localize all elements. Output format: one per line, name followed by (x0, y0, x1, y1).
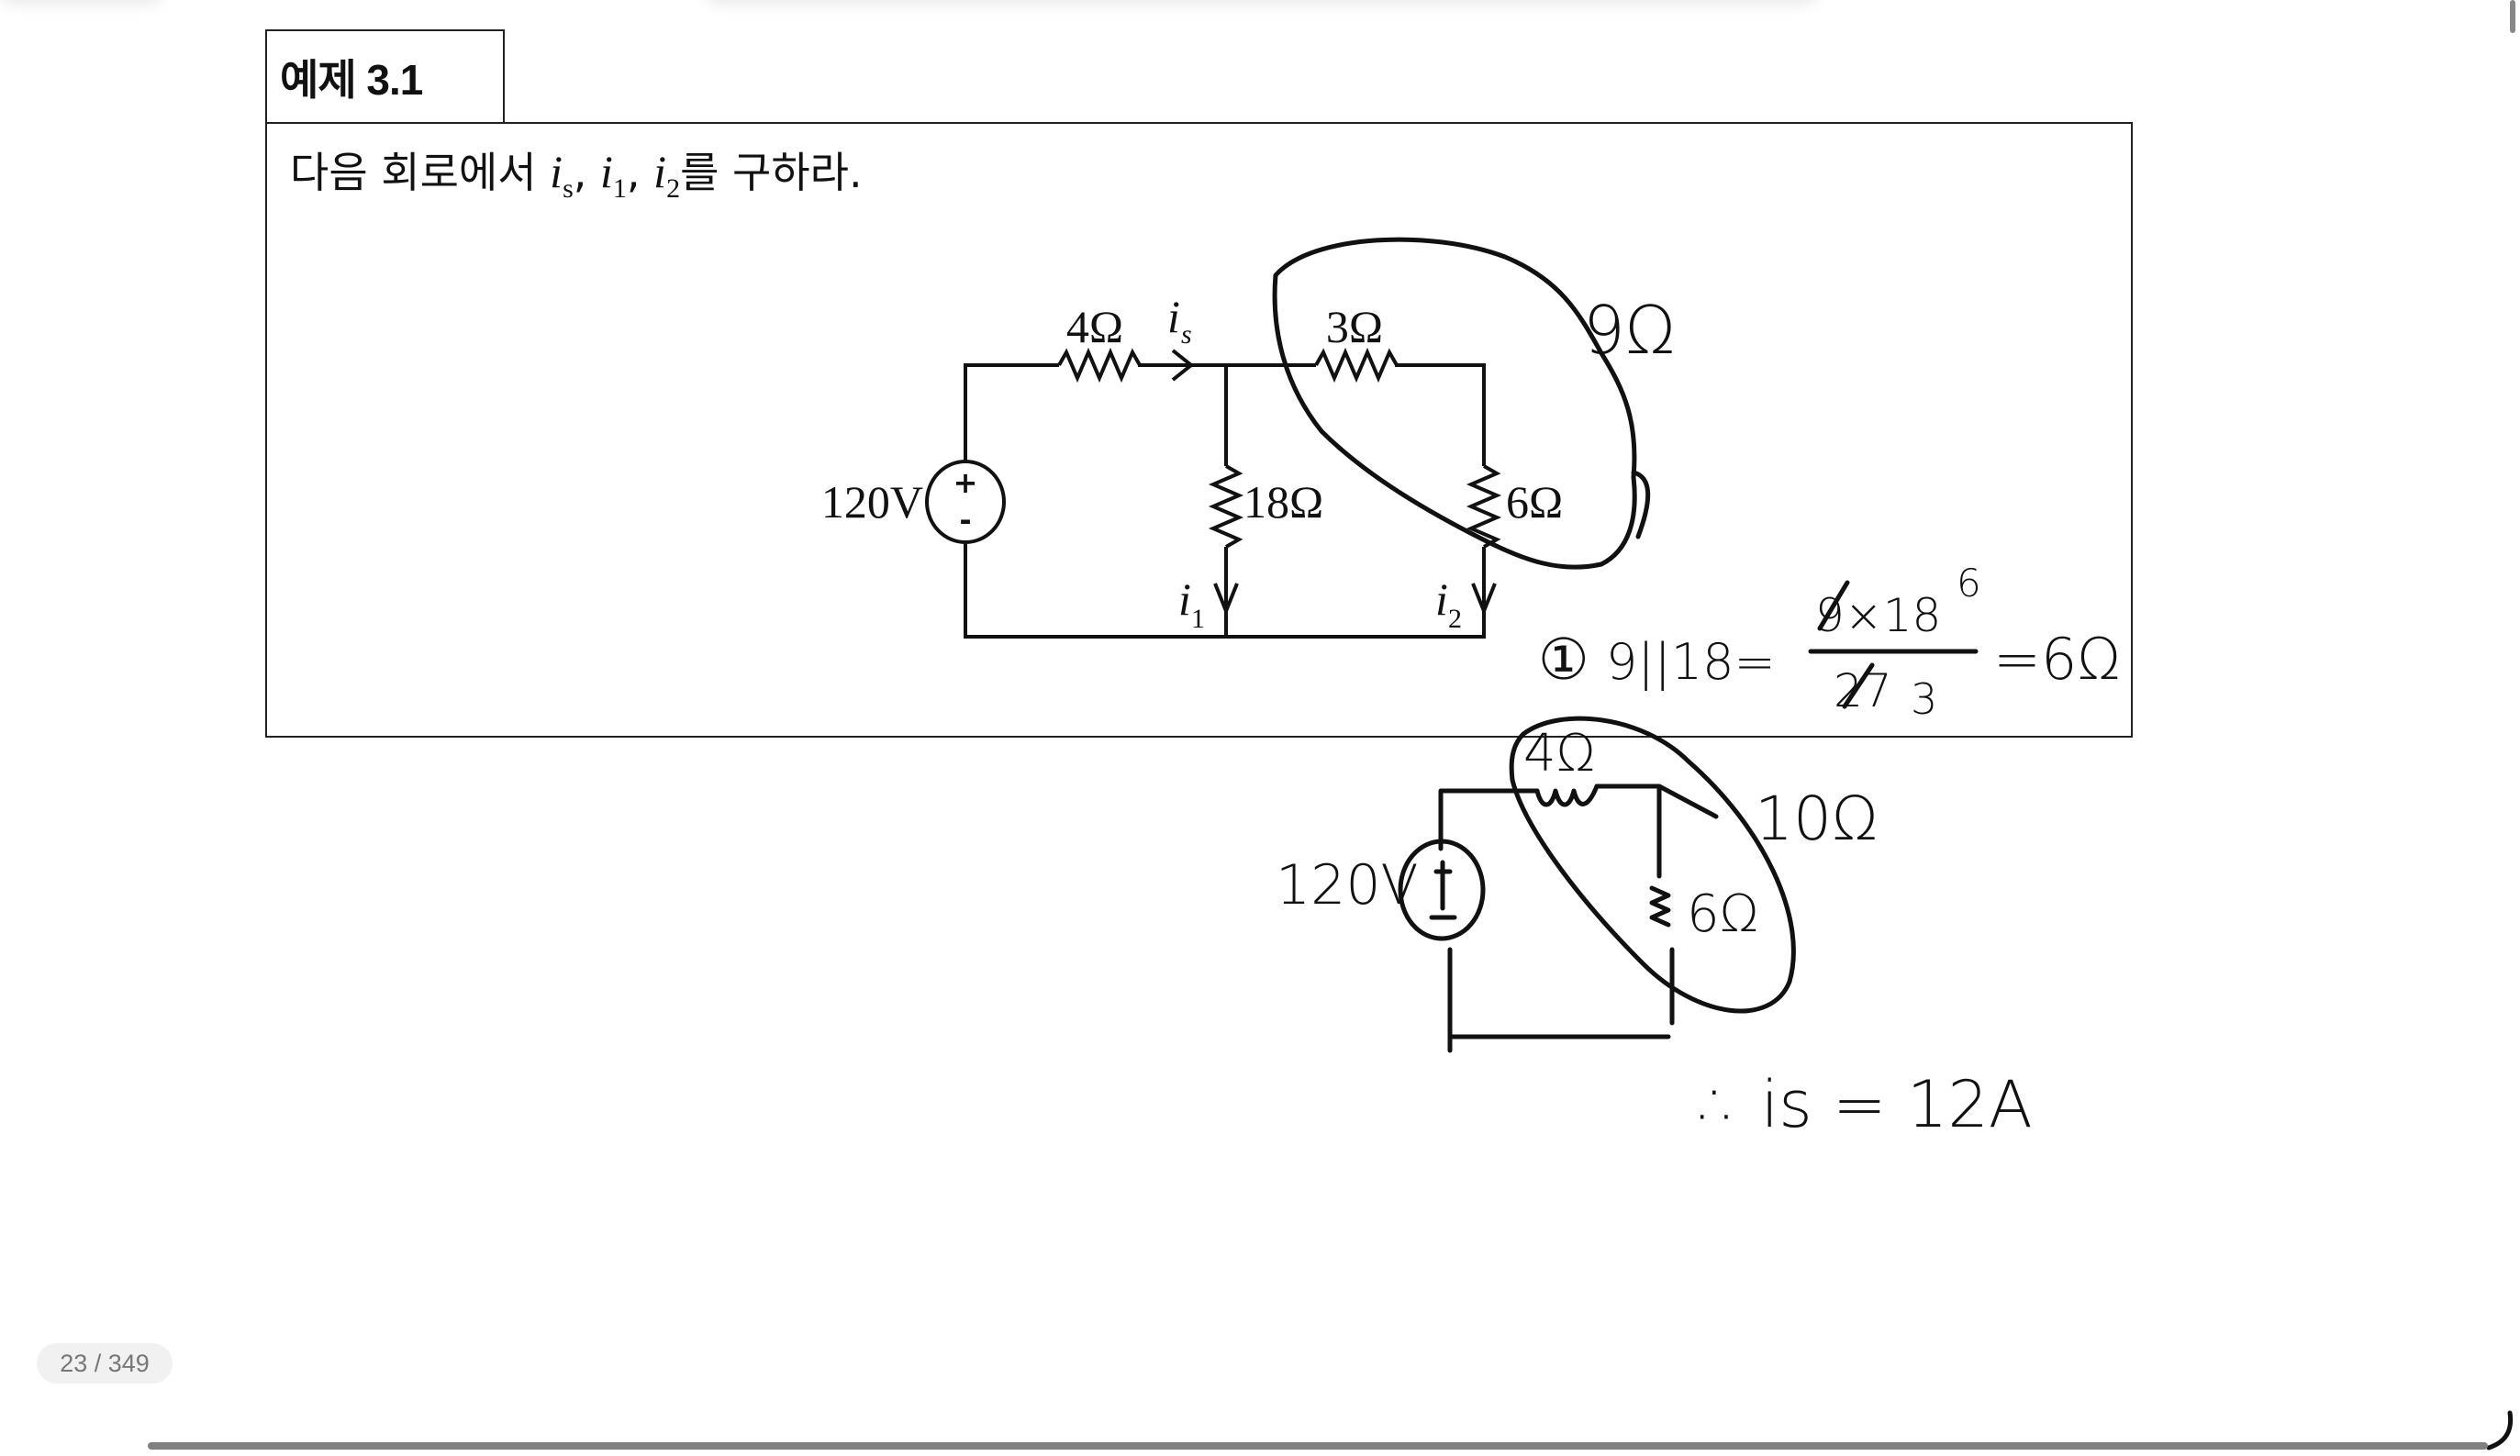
source-label: 120V (821, 476, 923, 528)
r3-label: 18Ω (1243, 476, 1323, 528)
small-resistor (1534, 784, 1600, 807)
problem-text-suffix: 를 구하라. (680, 148, 863, 197)
resistor-4ohm (1057, 347, 1142, 383)
r4-label: 6Ω (1506, 476, 1563, 528)
problem-statement: 다음 회로에서 is, i1, i2를 구하라. (290, 139, 863, 205)
example-title: 예제 3.1 (280, 55, 423, 104)
source-plus: + (953, 465, 978, 500)
numerator-reduced: 6 (1957, 561, 1981, 606)
problem-text: 다음 회로에서 (290, 148, 537, 197)
small-r1-label: 4Ω (1523, 724, 1595, 784)
var-is: is (550, 146, 574, 204)
example-title-box: 예제 3.1 (265, 29, 505, 122)
strike-9 (1817, 580, 1850, 631)
voltage-source (925, 460, 1006, 544)
r2-label: 3Ω (1326, 301, 1383, 352)
loop-9ohm (1272, 237, 1637, 570)
comma: , (626, 148, 641, 197)
loop-10ohm (1509, 716, 1796, 1014)
small-voltage-source (1398, 839, 1486, 941)
is-sub: s (1181, 319, 1192, 350)
answer-is: ∴ is = 12A (1700, 1067, 2033, 1142)
strike-27 (1842, 662, 1875, 709)
loop-label-9ohm: 9Ω (1583, 292, 1676, 369)
example-content-box (265, 122, 2133, 738)
resistor-3ohm (1314, 347, 1399, 383)
is-label: i (1167, 291, 1180, 342)
parallel-expr: 9||18= (1606, 633, 1776, 691)
end-hook (2486, 1410, 2514, 1450)
wire-top-right (1395, 363, 1486, 466)
arrow-is (1171, 349, 1195, 382)
vertical-scrollbar[interactable] (2510, 0, 2515, 33)
page-indicator: 23 / 349 (37, 1343, 173, 1384)
denominator-reduced: 3 (1911, 674, 1937, 724)
handwritten-annotations (1272, 237, 2514, 1450)
fraction-denominator: 27 (1834, 664, 1892, 717)
i2-sub: 2 (1448, 604, 1462, 634)
horizontal-scrollbar[interactable] (148, 1442, 2488, 1450)
small-source-label: 120V (1276, 853, 1419, 917)
loop-tail (1631, 470, 1651, 539)
background-shadow (0, 0, 161, 4)
small-r2-label: 6Ω (1687, 884, 1758, 944)
background-shadow (707, 0, 1817, 4)
resistor-6ohm (1466, 464, 1502, 549)
resistor-18ohm (1208, 464, 1244, 549)
parallel-result: =6Ω (1993, 626, 2121, 693)
comma: , (573, 148, 587, 197)
small-circuit-wires (1438, 784, 1719, 1053)
i1-sub: 1 (1191, 604, 1205, 634)
total-resistance-label: 10Ω (1755, 784, 1878, 854)
small-source-sign (1429, 860, 1457, 920)
source-minus: - (959, 503, 971, 538)
wire-top-left (964, 363, 1059, 463)
fraction-numerator: 9×18 (1815, 589, 1941, 642)
i2-label: i (1435, 573, 1448, 625)
i1-label: i (1178, 573, 1191, 625)
arrow-i2 (1471, 583, 1497, 617)
circuit-diagram (925, 347, 1502, 639)
r1-label: 4Ω (1066, 301, 1123, 352)
step-marker: ① (1538, 626, 1589, 693)
wire-right-lower (964, 540, 1486, 639)
var-i1: i1 (600, 146, 627, 204)
arrow-i1 (1213, 583, 1239, 617)
var-i2: i2 (653, 146, 681, 204)
small-resistor-6ohm (1649, 885, 1671, 928)
